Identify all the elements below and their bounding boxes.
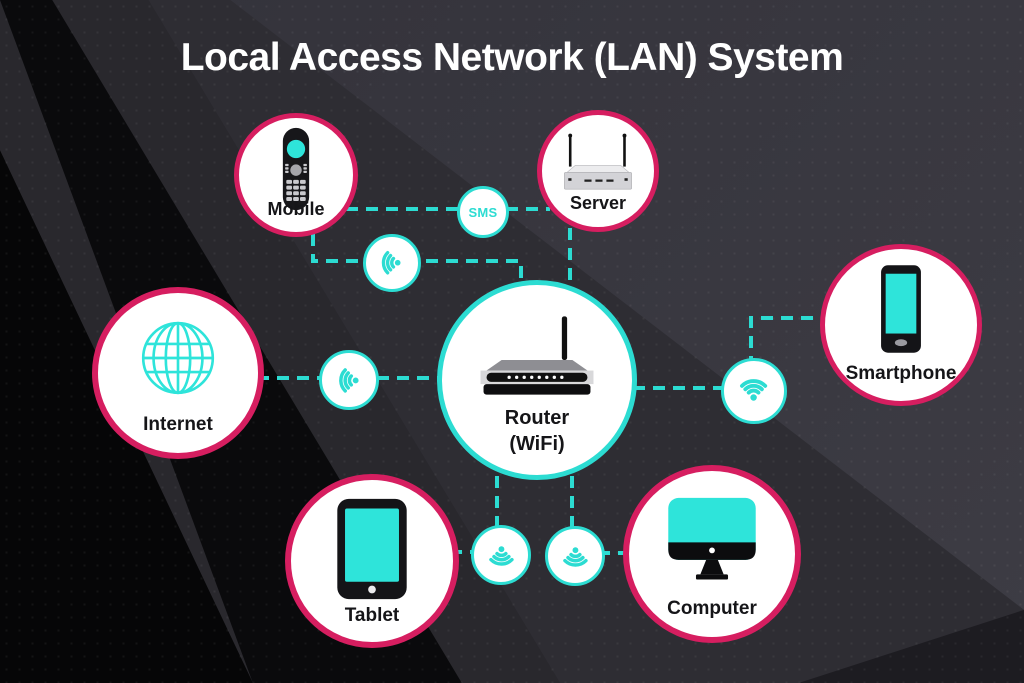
- node-label-server: Server: [569, 193, 627, 213]
- tablet-icon: [337, 498, 407, 600]
- wifi-router-icon: [480, 316, 594, 395]
- wifi-icon-sideways: [338, 367, 360, 393]
- feature-phone-icon: [282, 127, 310, 211]
- node-label-computer: Computer: [667, 598, 757, 619]
- node-label-router: Router (WiFi): [442, 405, 632, 457]
- node-mobile: Mobile: [234, 113, 358, 237]
- node-server: Server: [537, 110, 659, 232]
- wifi-icon-inverted: [562, 545, 588, 567]
- sms-badge: SMS: [457, 186, 509, 238]
- node-computer: Computer: [623, 465, 801, 643]
- node-label-mobile: Mobile: [267, 199, 325, 219]
- wifi-signal-icon: [721, 358, 787, 424]
- node-label-smartphone: Smartphone: [845, 363, 957, 384]
- node-smartphone: Smartphone: [820, 244, 982, 406]
- sms-badge-label: SMS: [468, 204, 498, 220]
- smartphone-icon: [881, 265, 921, 353]
- node-label-tablet: Tablet: [344, 605, 400, 626]
- globe-icon: [141, 321, 215, 395]
- node-label-internet: Internet: [143, 414, 213, 435]
- wifi-signal-icon: [545, 526, 605, 586]
- page-title: Local Access Network (LAN) System: [180, 36, 844, 79]
- wifi-signal-icon: [363, 234, 421, 292]
- wifi-icon-inverted: [488, 544, 514, 566]
- node-internet: Internet: [92, 287, 264, 459]
- wifi-icon-up: [740, 379, 768, 404]
- router-label-line1: Router: [504, 407, 570, 429]
- desktop-computer-icon: [668, 497, 756, 580]
- node-router: Router (WiFi): [437, 280, 637, 480]
- server-antenna-icon: [564, 133, 632, 190]
- wifi-icon-sideways: [382, 251, 403, 275]
- node-tablet: Tablet: [285, 474, 459, 648]
- wifi-signal-icon: [471, 525, 531, 585]
- wifi-signal-icon: [319, 350, 379, 410]
- router-label-line2: (WiFi): [509, 433, 565, 455]
